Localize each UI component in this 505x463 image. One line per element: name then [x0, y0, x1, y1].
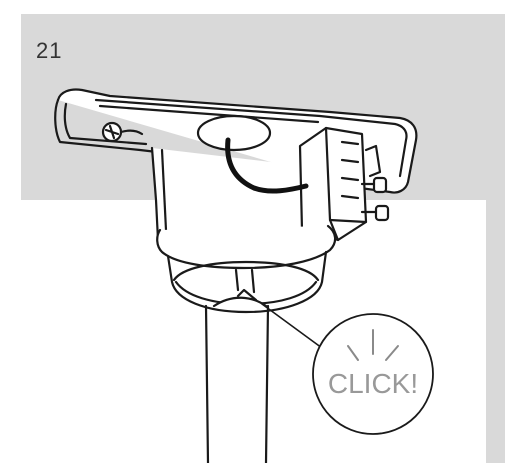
- panel-right-shade: [486, 200, 505, 463]
- click-text: CLICK!: [328, 368, 418, 399]
- pole: [204, 288, 270, 463]
- callout-pointer: [261, 303, 323, 349]
- step-number: 21: [36, 38, 63, 63]
- screw-icon: [101, 121, 144, 143]
- pole-collar: [156, 224, 337, 314]
- click-callout: CLICK!: [312, 313, 434, 435]
- click-burst-icon: [347, 329, 399, 361]
- cable-hole: [196, 114, 272, 152]
- cable-icon: [225, 137, 309, 194]
- top-strip: [0, 0, 505, 14]
